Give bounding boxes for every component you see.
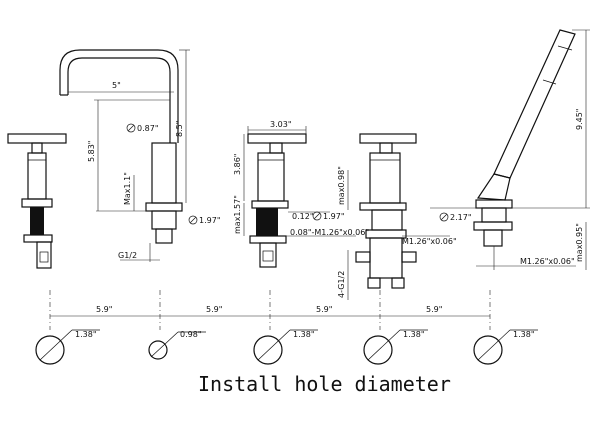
handle-nut-label: 0.08"-M1.26"x0.06" bbox=[290, 228, 369, 237]
handle-flange-dia-label: 1.97" bbox=[323, 212, 345, 221]
hole-3 bbox=[253, 335, 283, 365]
center-handle-dimensions: 3.03" 3.86" max1.57" 0.12" 1.97" 0.08"-M… bbox=[233, 120, 369, 237]
spout-flange-dia-label: 1.97" bbox=[199, 216, 221, 225]
hand-thread-label: M1.26"x0.06" bbox=[520, 257, 575, 266]
hole-3-label: 1.38" bbox=[293, 330, 315, 339]
hand-height-label: 9.45" bbox=[575, 109, 584, 131]
valve-thread-label: M1.26"x0.06" bbox=[402, 237, 457, 246]
spout-pipe-dia-label: 0.87" bbox=[137, 124, 159, 133]
spout-reach-label: 5" bbox=[112, 81, 121, 90]
handle-washer-label: 0.12" bbox=[292, 212, 314, 221]
spout-body-len-label: 5.83" bbox=[87, 141, 96, 163]
spout-dimensions: 5" 0.87" 8.5" 5.83" Max1.1" 1.97" G1/2 bbox=[68, 49, 221, 262]
spacing-1-label: 5.9" bbox=[96, 305, 112, 314]
diverter-valve bbox=[355, 133, 417, 289]
handle-max-deck-label: max1.57" bbox=[233, 195, 242, 234]
hole-2 bbox=[148, 340, 168, 360]
hole-1 bbox=[35, 335, 65, 365]
hole-1-label: 1.38" bbox=[75, 330, 97, 339]
hole-4 bbox=[363, 335, 393, 365]
hand-dia-label: 2.17" bbox=[450, 213, 472, 222]
left-handle bbox=[7, 133, 67, 269]
handle-width-label: 3.03" bbox=[270, 120, 292, 129]
hole-5-label: 1.38" bbox=[513, 330, 535, 339]
hole-2-label: 0.98" bbox=[180, 330, 202, 339]
spacing-2-label: 5.9" bbox=[206, 305, 222, 314]
valve-ports-label: 4-G1/2 bbox=[337, 271, 346, 298]
valve-dimensions: max0.98" M1.26"x0.06" 4-G1/2 bbox=[337, 166, 457, 300]
hole-4-label: 1.38" bbox=[403, 330, 425, 339]
valve-max-label: max0.98" bbox=[337, 166, 346, 205]
hand-max-label: max0.95" bbox=[575, 223, 584, 262]
center-handle bbox=[247, 133, 307, 268]
spacing-3-label: 5.9" bbox=[316, 305, 332, 314]
spout-thread-label: G1/2 bbox=[118, 251, 137, 260]
handle-height-label: 3.86" bbox=[233, 154, 242, 176]
hand-shower bbox=[473, 29, 576, 247]
hand-shower-dimensions: 9.45" 2.17" max0.95" M1.26"x0.06" bbox=[430, 29, 590, 270]
spout bbox=[59, 49, 183, 244]
spacing-dimensions: 5.9" 5.9" 5.9" 5.9" bbox=[49, 290, 491, 330]
install-holes: 1.38" 0.98" 1.38" 1.38" 1.38" bbox=[35, 329, 538, 365]
hole-5 bbox=[473, 335, 503, 365]
spout-height-label: 8.5" bbox=[175, 121, 184, 137]
caption: Install hole diameter bbox=[198, 372, 451, 396]
spout-max-deck-label: Max1.1" bbox=[123, 172, 132, 205]
spacing-4-label: 5.9" bbox=[426, 305, 442, 314]
